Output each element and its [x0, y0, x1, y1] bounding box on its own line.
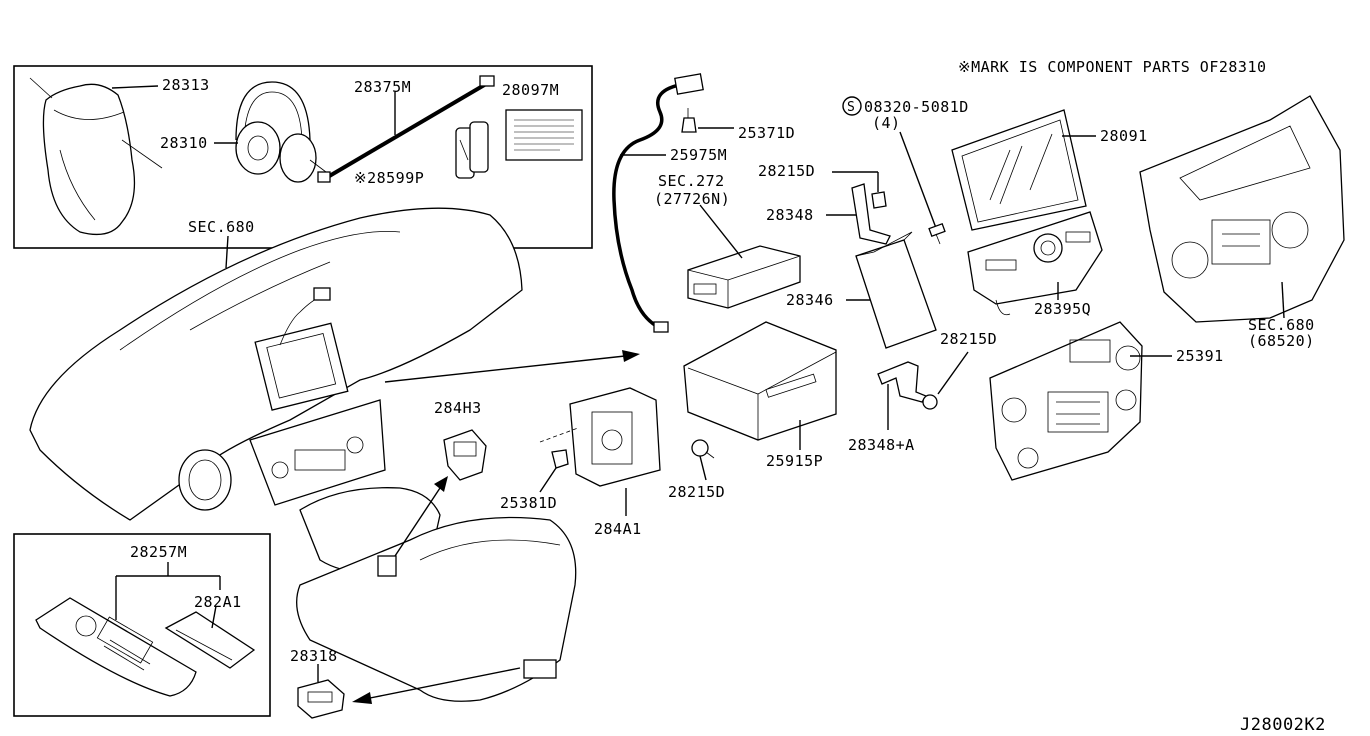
label-284H3: 284H3 [434, 399, 482, 417]
label-28215Db: 28215D [940, 330, 997, 348]
module-28346-drawing [855, 231, 937, 349]
label-25391: 25391 [1176, 347, 1224, 365]
component-note: ※MARK IS COMPONENT PARTS OF28310 [958, 58, 1267, 76]
label-282A1: 282A1 [194, 593, 242, 611]
label-28215Da: 28215D [758, 162, 815, 180]
leader-282A1 [211, 605, 217, 629]
switch-284h3-drawing [443, 429, 487, 481]
leader-sec680a [225, 235, 229, 269]
panel-28395q-drawing [967, 211, 1103, 316]
screw-drawing [928, 223, 946, 245]
headphone-inset: 28313 28310 28375M ※28599P [13, 65, 593, 249]
label-28346: 28346 [786, 291, 834, 309]
label-28318: 28318 [290, 647, 338, 665]
label-28091: 28091 [1100, 127, 1148, 145]
module-27726n-drawing [687, 245, 801, 309]
clip-25381d-drawing [551, 449, 569, 469]
usb-28318-drawing [297, 679, 345, 719]
leader-screw [899, 131, 937, 229]
leader-28313 [111, 85, 159, 89]
label-28348: 28348 [766, 206, 814, 224]
screw-28215dc-drawing [691, 439, 715, 459]
antenna-cable-drawing [612, 73, 704, 333]
leader-28215Dc [699, 455, 707, 481]
batteries-drawing [455, 121, 489, 179]
label-28348A: 28348+A [848, 436, 915, 454]
label-25371D: 25371D [738, 124, 795, 142]
audio-cable-drawing [317, 75, 495, 183]
dashboard-drawing [29, 207, 577, 702]
display-28091-drawing [951, 109, 1087, 231]
pouch-drawing [29, 77, 163, 236]
label-sec680b-code: (68520) [1248, 332, 1315, 350]
label-28395Q: 28395Q [1034, 300, 1091, 318]
label-28310: 28310 [160, 134, 208, 152]
label-28313: 28313 [162, 76, 210, 94]
screw-symbol-letter: S [847, 100, 855, 115]
manual-drawing [505, 109, 583, 161]
arrows [352, 350, 640, 704]
leader-sec680b [1281, 281, 1285, 319]
remote-inset: 28257M 282A1 [13, 533, 271, 717]
label-sec680a: SEC.680 [188, 218, 255, 236]
leader-28215Db [937, 351, 969, 395]
remote-inset-frame [13, 533, 271, 717]
label-sec272-code: (27726N) [654, 190, 730, 208]
leader-25381D [539, 467, 557, 493]
label-sec680b: SEC.680 [1248, 316, 1315, 334]
screw-code: 08320-5081D [864, 98, 969, 116]
label-28599P: ※28599P [354, 169, 424, 187]
label-28215Dc: 28215D [668, 483, 725, 501]
bracket-284a1-drawing [539, 387, 661, 487]
bracket-28348-drawing [851, 183, 891, 245]
label-28257M: 28257M [130, 543, 187, 561]
label-28097M: 28097M [502, 81, 559, 99]
label-25381D: 25381D [500, 494, 557, 512]
drawing-id: J28002K2 [1240, 715, 1326, 735]
headphones-drawing [235, 81, 331, 183]
bezel-68520-drawing [1139, 95, 1345, 323]
label-25915P: 25915P [766, 452, 823, 470]
label-sec272: SEC.272 [658, 172, 725, 190]
bracket-28348a-drawing [877, 361, 938, 410]
leader-sec272 [699, 204, 743, 259]
hvac-25391-drawing [989, 321, 1143, 481]
label-284A1: 284A1 [594, 520, 642, 538]
label-28375M: 28375M [354, 78, 411, 96]
screw-qty: (4) [872, 114, 901, 132]
label-25975M: 25975M [670, 146, 727, 164]
screw-symbol [842, 96, 862, 116]
unit-25915p-drawing [683, 321, 837, 441]
